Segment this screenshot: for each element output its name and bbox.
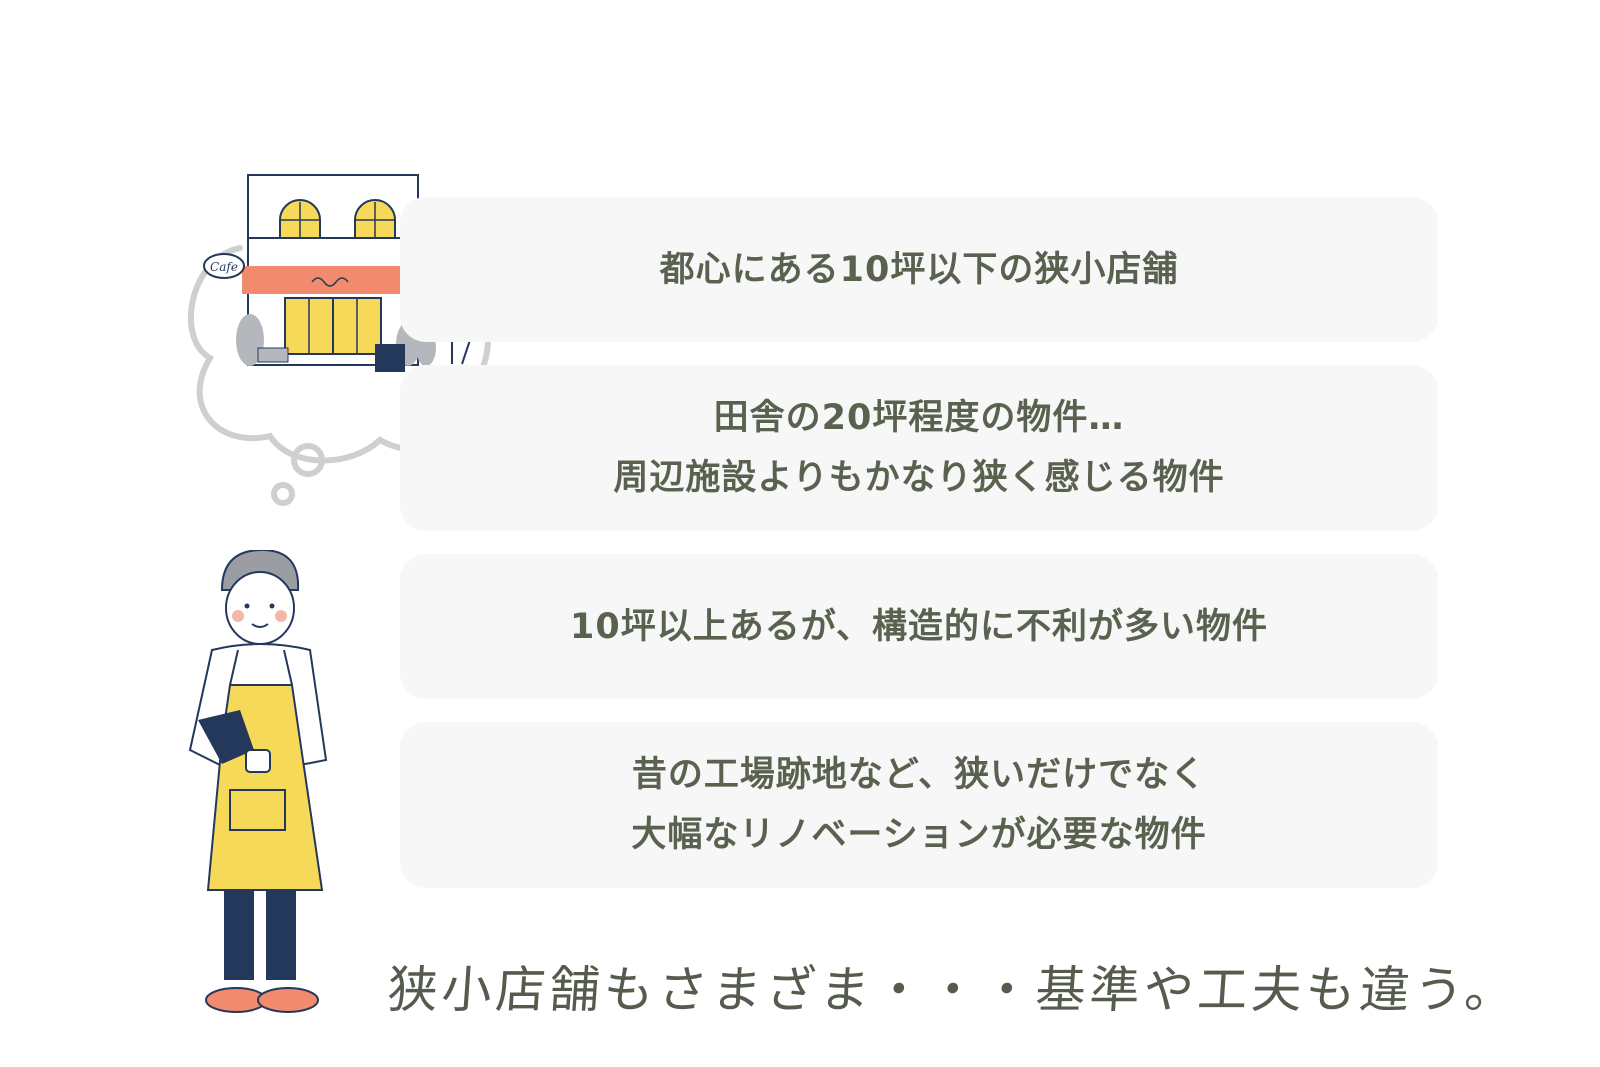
card-text-line: 大幅なリノベーションが必要な物件 [631,815,1207,855]
property-card-structural: 10坪以上あるが、構造的に不利が多い物件 [400,554,1438,699]
barista-pouring-coffee-icon [188,550,328,1013]
card-text-line: 田舎の20坪程度の物件… [713,398,1125,438]
property-card-factory-renovation: 昔の工場跡地など、狭いだけでなく 大幅なリノベーションが必要な物件 [400,722,1438,888]
property-card-urban-small: 都心にある10坪以下の狭小店舗 [400,197,1438,342]
card-text-line: 都心にある10坪以下の狭小店舗 [659,249,1179,290]
caption-text: 狭小店舗もさまざま・・・基準や工夫も違う。 [385,961,1521,1019]
card-text-line: 昔の工場跡地など、狭いだけでなく [631,755,1207,795]
card-text-line: 10坪以上あるが、構造的に不利が多い物件 [569,606,1268,647]
property-card-rural: 田舎の20坪程度の物件… 周辺施設よりもかなり狭く感じる物件 [400,365,1438,531]
card-text-line: 周辺施設よりもかなり狭く感じる物件 [613,458,1225,498]
cafe-sign-text: Cafe [210,260,238,274]
